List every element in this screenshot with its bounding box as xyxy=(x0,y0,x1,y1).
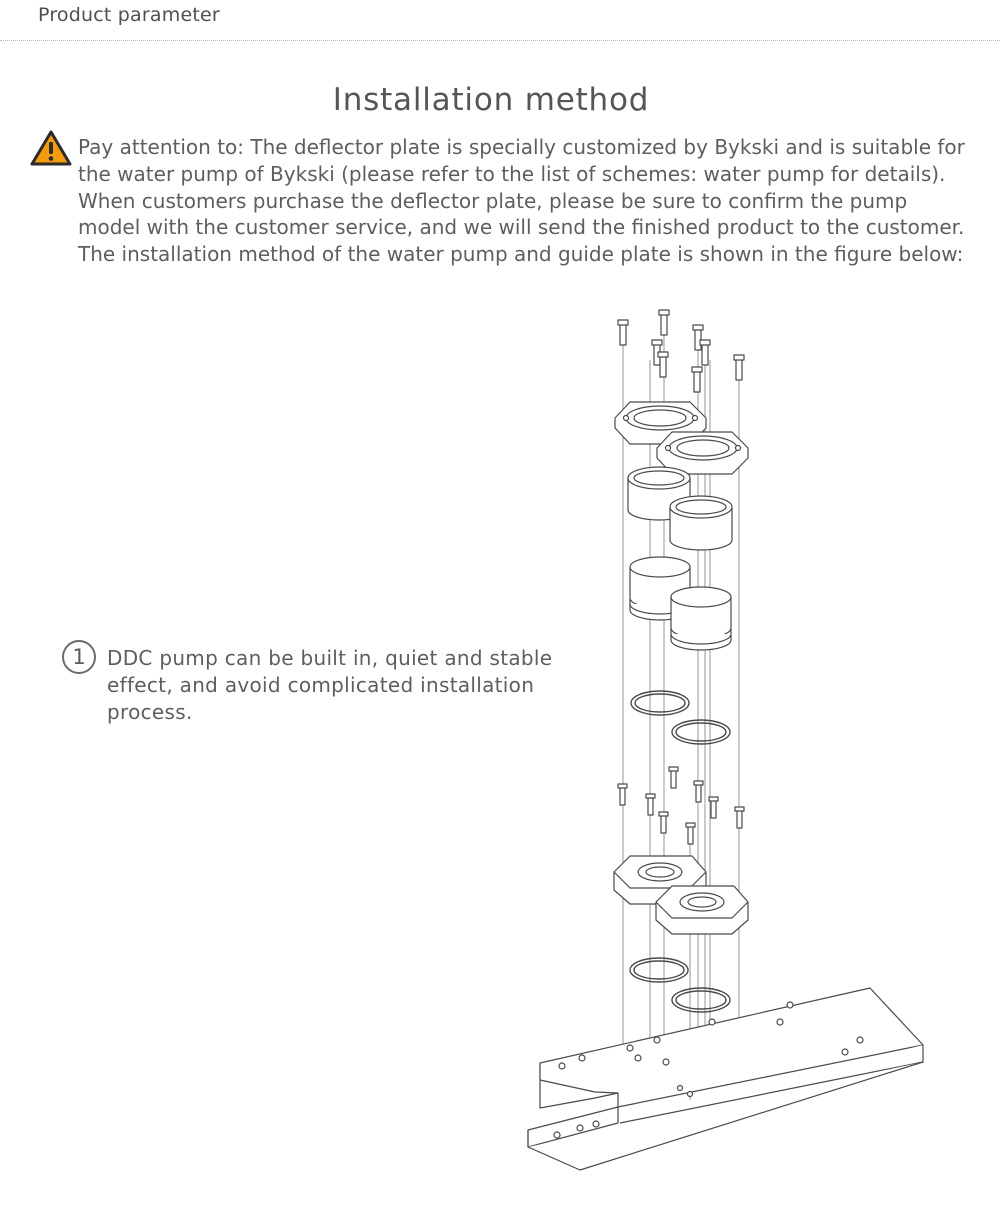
section-header-label: Product parameter xyxy=(38,4,220,26)
pump-motor-right xyxy=(670,586,732,651)
middle-screws xyxy=(617,766,745,845)
o-rings xyxy=(629,690,731,1013)
feature-text: DDC pump can be built in, quiet and stab… xyxy=(107,646,553,724)
section-header: Product parameter xyxy=(0,0,1000,41)
warning-icon xyxy=(30,130,72,166)
exploded-assembly-diagram xyxy=(527,309,924,1171)
pump-housing-right xyxy=(669,495,733,551)
feature-number-badge: 1 xyxy=(62,640,96,674)
notice-text: Pay attention to: The deflector plate is… xyxy=(78,135,965,267)
page-title: Installation method xyxy=(332,82,650,118)
top-cover-right xyxy=(656,431,749,475)
top-screws xyxy=(617,309,745,393)
base-plate xyxy=(527,987,924,1171)
pump-base-right xyxy=(655,885,749,935)
